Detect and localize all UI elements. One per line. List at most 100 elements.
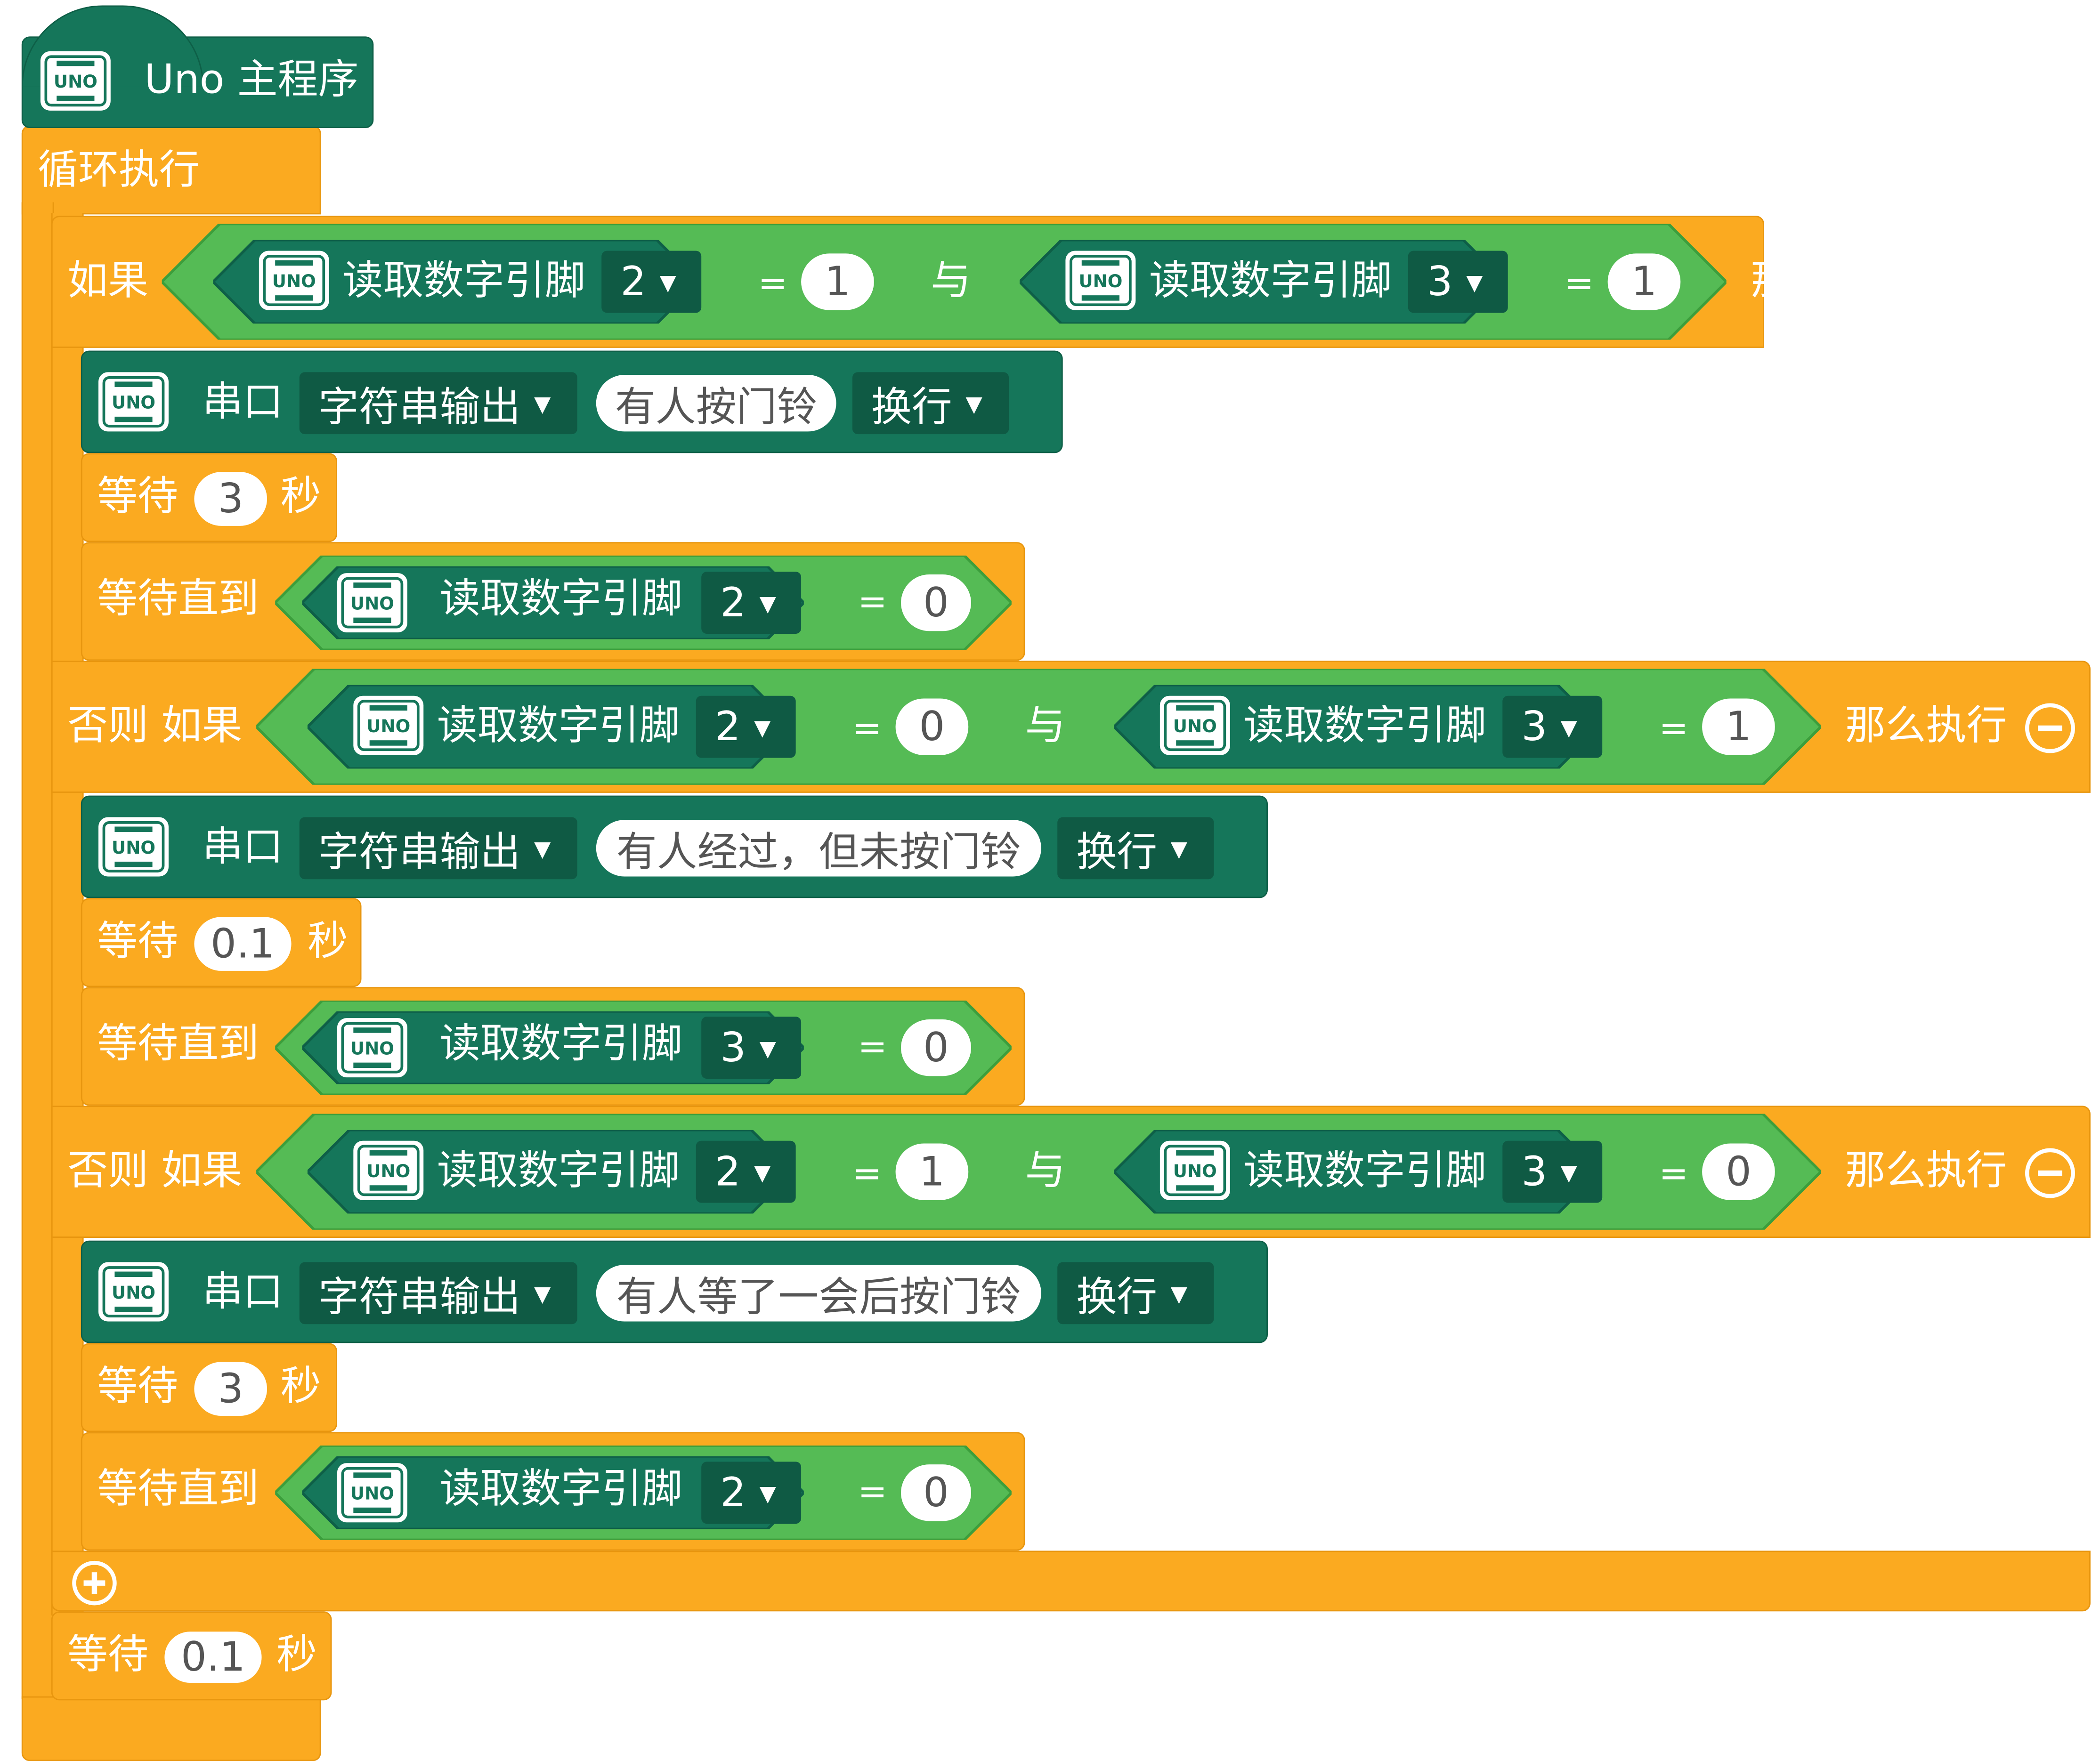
and-label: 与 [1025,1147,1066,1195]
equals-sign: = [1659,1154,1688,1195]
and-label: 与 [1025,703,1066,750]
then-label: 那么执行 [1845,703,2007,750]
equals-sign: = [758,264,787,305]
equals-sign: = [1659,709,1688,750]
pin-dropdown[interactable]: 2▼ [696,1140,796,1203]
uno-board-icon: UNO [337,1463,407,1523]
uno-board-icon: UNO [40,51,111,111]
then-label: 那么执行 [1845,1147,2007,1195]
serial-mode-dropdown[interactable]: 字符串输出▼ [299,817,577,880]
read-pin-label: 读取数字引脚 [1243,1147,1486,1195]
svg-text:UNO: UNO [1173,1161,1217,1181]
wait-until-label: 等待直到 [97,575,259,623]
svg-text:UNO: UNO [112,392,155,413]
compare-value[interactable]: 0 [1702,1143,1775,1200]
if-branch-label: 否则 如果 [67,703,243,750]
wait-value[interactable]: 3 [194,1362,268,1416]
wait-value[interactable]: 0.1 [194,917,292,971]
uno-board-icon: UNO [1159,1140,1230,1200]
uno-board-icon: UNO [98,817,169,877]
minus-circle-icon[interactable] [2023,1146,2077,1200]
pin-dropdown[interactable]: 2▼ [701,1462,802,1524]
equals-sign: = [858,1027,887,1068]
read-pin-label: 读取数字引脚 [1149,257,1392,305]
compare-value[interactable]: 1 [801,253,874,310]
pin-dropdown[interactable]: 3▼ [1502,1140,1603,1203]
compare-value[interactable]: 1 [1607,253,1681,310]
final-wait-value[interactable]: 0.1 [164,1632,262,1683]
compare-value[interactable]: 0 [901,1019,971,1076]
newline-dropdown[interactable]: 换行▼ [1057,1262,1214,1325]
hat-title: Uno 主程序 [144,57,359,104]
serial-text-input[interactable]: 有人等了一会后按门铃 [596,1265,1041,1322]
pin-dropdown[interactable]: 2▼ [701,572,802,634]
svg-text:UNO: UNO [350,1483,394,1504]
loop-block-bottom [21,1696,321,1761]
serial-text-input[interactable]: 有人按门铃 [596,375,836,432]
serial-mode-dropdown[interactable]: 字符串输出▼ [299,1262,577,1325]
loop-block-arm [21,202,54,1699]
pin-dropdown[interactable]: 2▼ [601,250,702,313]
wait-unit: 秒 [280,473,321,521]
equals-sign: = [852,709,882,750]
serial-label: 串口 [202,1268,284,1317]
uno-board-icon: UNO [337,573,407,633]
plus-circle-icon[interactable] [70,1559,119,1608]
serial-mode-dropdown[interactable]: 字符串输出▼ [299,372,577,435]
read-pin-label: 读取数字引脚 [342,257,585,305]
loop-label: 循环执行 [38,147,200,194]
final-wait-label: 等待 [67,1632,149,1679]
svg-text:UNO: UNO [366,1161,410,1181]
newline-dropdown[interactable]: 换行▼ [1057,817,1214,880]
serial-text-input[interactable]: 有人经过，但未按门铃 [596,820,1041,877]
uno-board-icon: UNO [98,1262,169,1322]
compare-value[interactable]: 1 [895,1143,969,1200]
wait-until-label: 等待直到 [97,1465,259,1513]
if-block-arm [51,213,84,1616]
read-pin-label: 读取数字引脚 [437,703,680,750]
svg-text:UNO: UNO [1173,716,1217,736]
read-pin-label: 读取数字引脚 [439,575,683,623]
newline-dropdown[interactable]: 换行▼ [852,372,1009,435]
equals-sign: = [1565,264,1594,305]
wait-unit: 秒 [280,1363,321,1411]
compare-value[interactable]: 0 [895,698,969,755]
minus-circle-icon[interactable] [2023,701,2077,755]
compare-value[interactable]: 1 [1702,698,1775,755]
svg-text:UNO: UNO [350,593,394,614]
pin-dropdown[interactable]: 3▼ [1502,695,1603,758]
final-wait-unit: 秒 [276,1632,317,1679]
read-pin-label: 读取数字引脚 [437,1147,680,1195]
read-pin-label: 读取数字引脚 [439,1465,683,1513]
equals-sign: = [858,582,887,623]
if-branch-label: 否则 如果 [67,1147,243,1195]
uno-board-icon: UNO [337,1018,407,1078]
if-block-bottom [51,1551,2091,1612]
equals-sign: = [858,1472,887,1513]
compare-value[interactable]: 0 [901,574,971,631]
svg-text:UNO: UNO [112,1282,155,1303]
pin-dropdown[interactable]: 3▼ [701,1017,802,1079]
pin-dropdown[interactable]: 3▼ [1408,250,1508,313]
svg-text:UNO: UNO [112,837,155,858]
read-pin-label: 读取数字引脚 [439,1020,683,1068]
uno-board-icon: UNO [259,250,329,310]
uno-board-icon: UNO [1065,250,1136,310]
uno-board-icon: UNO [353,695,424,755]
svg-text:UNO: UNO [366,716,410,736]
read-pin-label: 读取数字引脚 [1243,703,1486,750]
equals-sign: = [852,1154,882,1195]
svg-text:UNO: UNO [1078,271,1122,291]
wait-value[interactable]: 3 [194,472,268,526]
serial-label: 串口 [202,379,284,426]
wait-label: 等待 [97,473,178,521]
compare-value[interactable]: 0 [901,1464,971,1521]
if-branch-label: 如果 [67,257,149,305]
then-label: 那么执行 [1751,257,1913,305]
svg-text:UNO: UNO [54,71,97,92]
pin-dropdown[interactable]: 2▼ [696,695,796,758]
uno-board-icon: UNO [353,1140,424,1200]
serial-label: 串口 [202,824,284,872]
uno-board-icon: UNO [98,372,169,432]
